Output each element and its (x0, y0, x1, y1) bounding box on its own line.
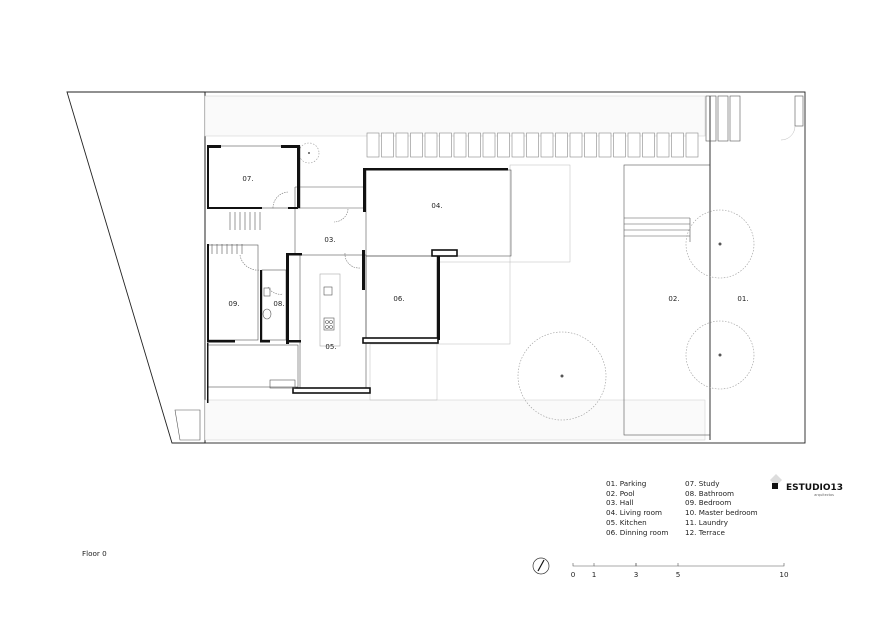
legend-item: 09. Bedroom (685, 498, 731, 507)
stepping-stone (424, 132, 438, 158)
stepping-stone (613, 132, 626, 158)
garden-strip-bottom (204, 399, 706, 441)
site-boundary-left (66, 91, 206, 444)
scale-tick: 3 (634, 570, 639, 579)
stepping-stone (497, 132, 510, 158)
legend-item: 04. Living room (606, 508, 662, 517)
garden-strip-top (204, 95, 706, 137)
room-label-07: 07. (242, 175, 253, 183)
stepping-stone (656, 132, 670, 158)
kitchen-fixtures (262, 286, 335, 331)
stepping-stone (366, 132, 380, 158)
svg-text:ESTUDIO13: ESTUDIO13 (786, 483, 843, 493)
logo: ESTUDIO13 arquitectos (770, 474, 843, 497)
legend-item: 07. Study (685, 479, 720, 488)
room-label-01: 01. (737, 295, 748, 303)
legend-item: 10. Master bedroom (685, 508, 758, 517)
walls (207, 145, 508, 403)
legend-item: 02. Pool (606, 489, 635, 498)
stepping-stone (671, 132, 684, 158)
scale-tick: 5 (676, 570, 681, 579)
stepping-stones (366, 132, 699, 158)
exterior-steps (174, 409, 201, 441)
staircase (211, 212, 261, 254)
bench (269, 379, 296, 389)
stepping-stone (439, 132, 452, 158)
scale-tick: 0 (571, 570, 576, 579)
stepping-stone (627, 132, 641, 158)
legend-item: 03. Hall (606, 498, 634, 507)
stepping-stone (453, 132, 467, 158)
scale-bar (572, 563, 785, 567)
legend-item: 06. Dinning room (606, 528, 668, 537)
legend-item: 12. Terrace (685, 528, 725, 537)
stepping-stone (482, 132, 496, 158)
floor-title: Floor 0 (82, 549, 107, 558)
scale-tick: 1 (592, 570, 597, 579)
stepping-stone (381, 132, 394, 158)
stepping-stone (569, 132, 583, 158)
legend-item: 08. Bathroom (685, 489, 734, 498)
stepping-stone (584, 132, 597, 158)
terrace-lower (369, 343, 438, 401)
stepping-stone (410, 132, 423, 158)
terrace-outdoor (436, 261, 511, 345)
room-label-08: 08. (273, 300, 284, 308)
room-label-06: 06. (393, 295, 404, 303)
room-label-02: 02. (668, 295, 679, 303)
door-swing-parking (780, 125, 796, 141)
stepping-stone (598, 132, 612, 158)
room-label-04: 04. (431, 202, 442, 210)
parking-ramps (705, 95, 741, 142)
legend-item: 11. Laundry (685, 518, 729, 527)
stepping-stone (685, 132, 699, 158)
site-boundary (204, 91, 806, 444)
stepping-stone (526, 132, 539, 158)
scale-tick: 10 (779, 570, 789, 579)
pool (623, 164, 711, 436)
trees (298, 142, 755, 421)
legend-item: 05. Kitchen (606, 518, 647, 527)
room-label-05: 05. (325, 343, 336, 351)
stepping-stone (540, 132, 554, 158)
room-label-03: 03. (324, 236, 335, 244)
room-label-09: 09. (228, 300, 239, 308)
stepping-stone (395, 132, 409, 158)
stepping-stone (555, 132, 568, 158)
north-arrow-icon (532, 557, 550, 575)
stepping-stone (642, 132, 655, 158)
legend: 01. Parking 02. Pool 03. Hall 04. Living… (606, 479, 758, 537)
parking-gate (794, 95, 804, 127)
pool-steps (624, 217, 691, 242)
stepping-stone (468, 132, 481, 158)
svg-text:arquitectos: arquitectos (814, 493, 834, 497)
legend-item: 01. Parking (606, 479, 646, 488)
stepping-stone (511, 132, 525, 158)
terrace-deck (509, 164, 571, 263)
